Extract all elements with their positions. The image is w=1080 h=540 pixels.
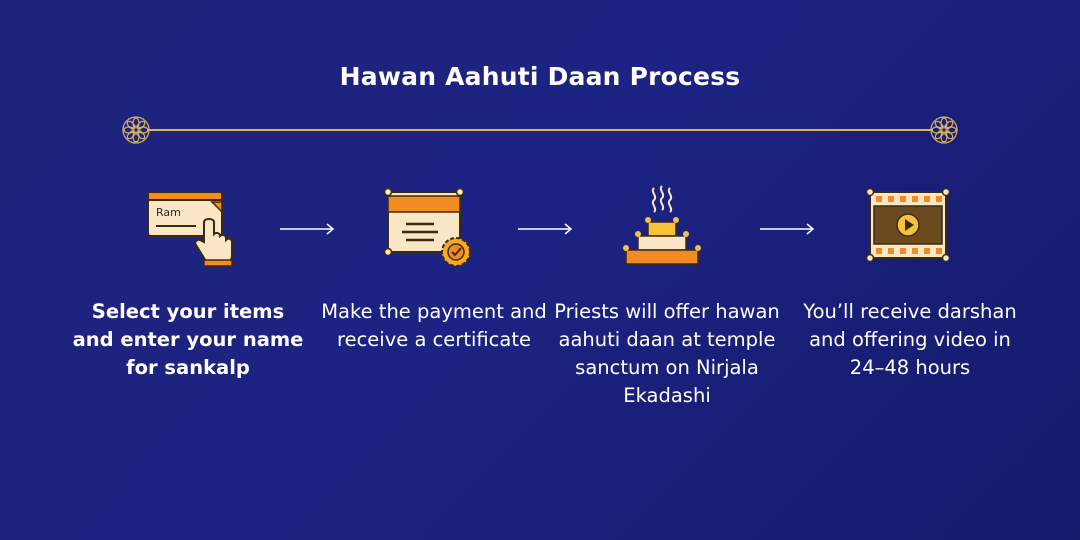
arrow-right-icon [760,223,815,235]
mandala-ornament-icon [930,116,958,144]
hawan-kund-fire-icon [623,185,701,265]
hand-signing-name-icon: Ram [147,191,233,267]
mandala-ornament-icon [122,116,150,144]
step-3-text: Priests will offer hawan aahuti daan at … [554,300,780,407]
name-tag-label: Ram [156,206,181,219]
certificate-icon [383,187,471,267]
step-4-text: You’ll receive darshan and offering vide… [803,300,1017,379]
step-1-text: Select your items and enter your name fo… [72,300,304,379]
step-2-text: Make the payment and receive a certifica… [321,300,547,351]
video-reel-icon [865,187,951,263]
page-title: Hawan Aahuti Daan Process [339,62,741,91]
arrow-right-icon [280,223,335,235]
arrow-right-icon [518,223,573,235]
title-divider [121,115,959,145]
